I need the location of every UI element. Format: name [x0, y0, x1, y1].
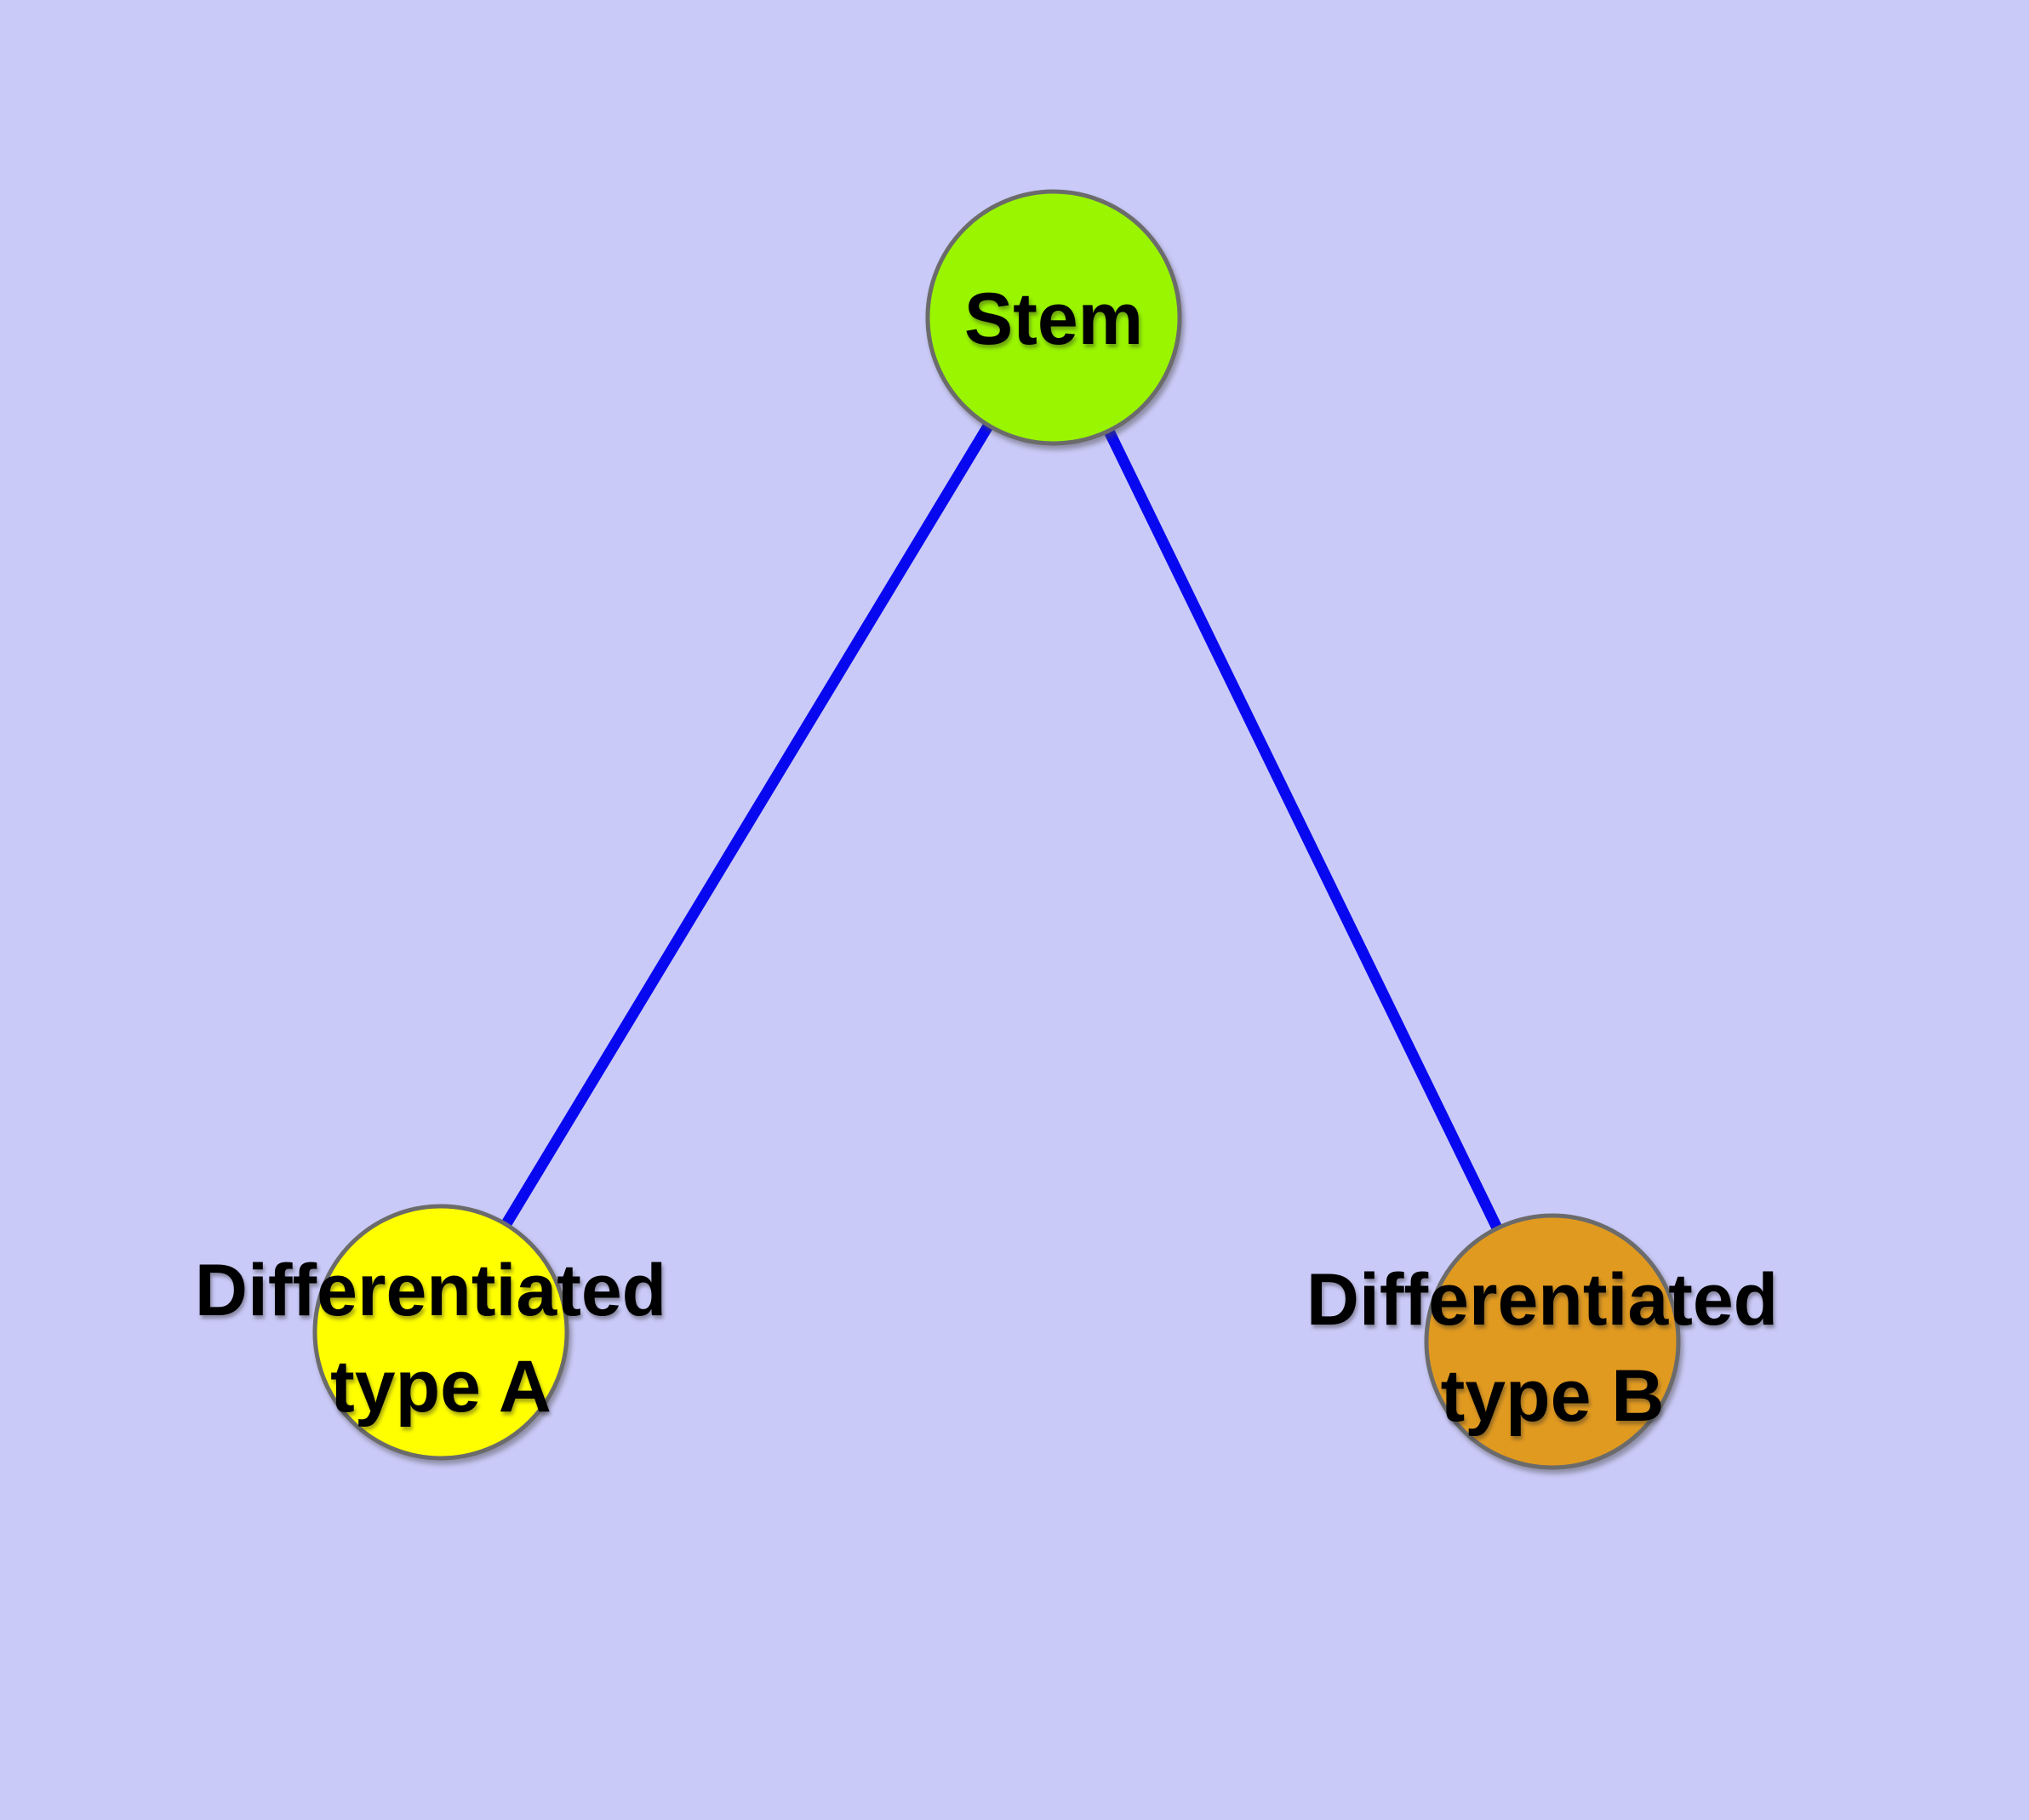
type-b-node-label: Differentiated type B [1306, 1259, 1798, 1437]
type-b-node-circle [1424, 1213, 1681, 1470]
type-b-label-line1: Differentiated [1306, 1259, 1778, 1341]
type-a-label-line1: Differentiated [195, 1250, 666, 1331]
type-a-node-circle [312, 1204, 569, 1461]
type-b-label-line2: type B [1441, 1355, 1665, 1437]
edge-stem-to-type-a [436, 314, 1059, 1336]
node-differentiated-type-b: Differentiated type B [1306, 1213, 1798, 1470]
stem-node-label: Stem [964, 278, 1143, 360]
type-a-label-line2: type A [330, 1346, 552, 1428]
node-stem: Stem [925, 189, 1182, 446]
stem-node-circle [925, 189, 1182, 446]
edge-stem-to-type-b [1049, 315, 1557, 1344]
type-a-node-label: Differentiated type A [195, 1250, 687, 1428]
node-differentiated-type-a: Differentiated type A [195, 1204, 687, 1461]
